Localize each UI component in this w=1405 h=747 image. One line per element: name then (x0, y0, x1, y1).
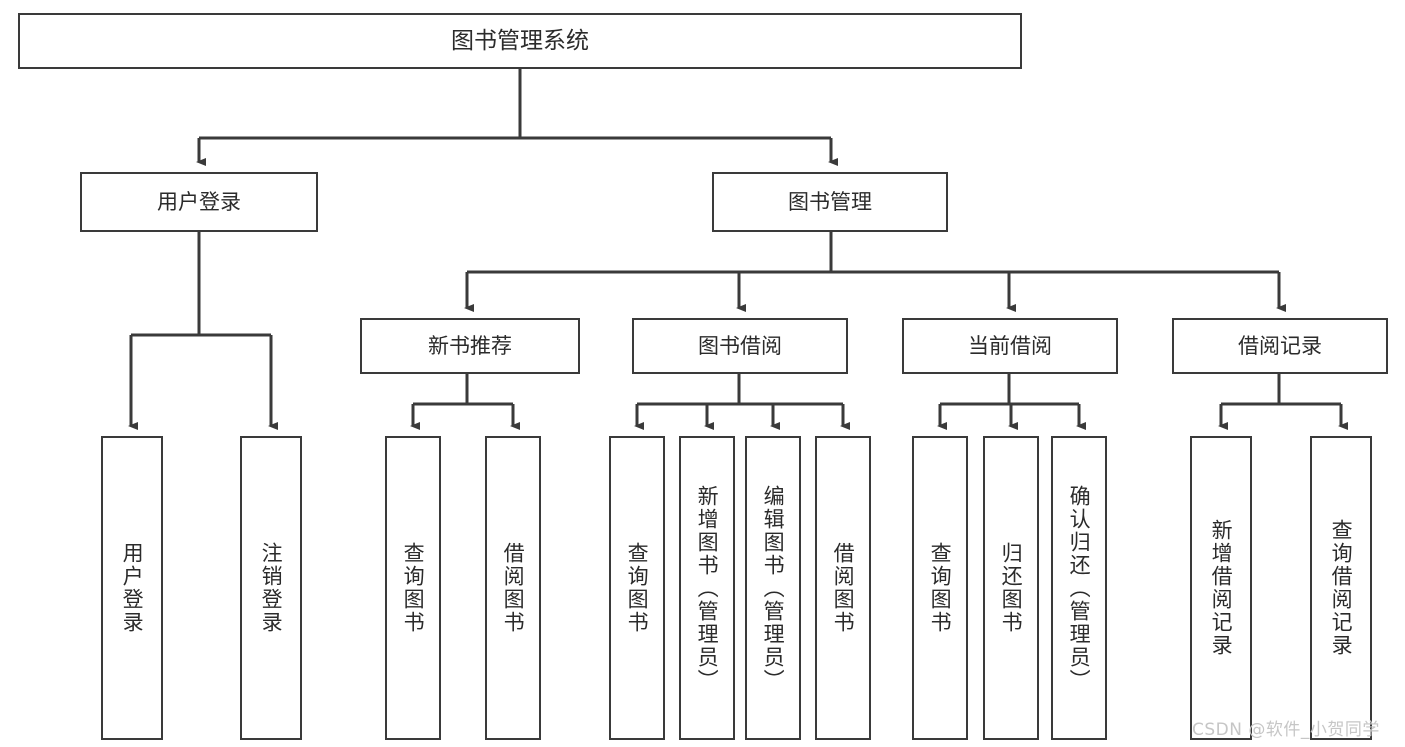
node-label: 确认归还（管理员） (1067, 484, 1092, 692)
node-leaf-edit-book-admin[interactable]: 编辑图书（管理员） (745, 436, 801, 740)
node-label: 新书推荐 (428, 333, 512, 358)
node-label: 当前借阅 (968, 333, 1052, 358)
node-label: 查询图书 (625, 542, 650, 634)
node-label: 借阅记录 (1238, 333, 1322, 358)
node-label: 注销登录 (259, 542, 284, 634)
node-leaf-query-books-current[interactable]: 查询图书 (912, 436, 968, 740)
node-leaf-borrow-books-new[interactable]: 借阅图书 (485, 436, 541, 740)
node-leaf-confirm-return-admin[interactable]: 确认归还（管理员） (1051, 436, 1107, 740)
watermark: CSDN @软件_小贺同学 (1192, 720, 1380, 740)
node-label: 用户登录 (157, 189, 241, 214)
node-borrow-records[interactable]: 借阅记录 (1172, 318, 1388, 374)
node-leaf-query-books-new[interactable]: 查询图书 (385, 436, 441, 740)
node-label: 借阅图书 (501, 542, 526, 634)
node-label: 图书借阅 (698, 333, 782, 358)
node-leaf-return-book[interactable]: 归还图书 (983, 436, 1039, 740)
node-label: 查询图书 (401, 542, 426, 634)
node-current-borrow[interactable]: 当前借阅 (902, 318, 1118, 374)
node-leaf-query-books-borrow[interactable]: 查询图书 (609, 436, 665, 740)
node-leaf-borrow-book[interactable]: 借阅图书 (815, 436, 871, 740)
node-label: 用户登录 (120, 542, 145, 634)
node-label: 图书管理系统 (451, 27, 589, 54)
node-leaf-logout[interactable]: 注销登录 (240, 436, 302, 740)
node-book-borrow[interactable]: 图书借阅 (632, 318, 848, 374)
node-label: 图书管理 (788, 189, 872, 214)
node-label: 查询图书 (928, 542, 953, 634)
node-leaf-user-login[interactable]: 用户登录 (101, 436, 163, 740)
node-label: 借阅图书 (831, 542, 856, 634)
node-label: 新增图书（管理员） (695, 484, 720, 692)
node-leaf-add-borrow-record[interactable]: 新增借阅记录 (1190, 436, 1252, 740)
node-book-management[interactable]: 图书管理 (712, 172, 948, 232)
node-new-book-recommend[interactable]: 新书推荐 (360, 318, 580, 374)
node-label: 编辑图书（管理员） (761, 484, 786, 692)
node-root-book-management-system[interactable]: 图书管理系统 (18, 13, 1022, 69)
node-leaf-add-book-admin[interactable]: 新增图书（管理员） (679, 436, 735, 740)
node-leaf-query-borrow-record[interactable]: 查询借阅记录 (1310, 436, 1372, 740)
node-label: 新增借阅记录 (1209, 519, 1234, 657)
node-user-login[interactable]: 用户登录 (80, 172, 318, 232)
node-label: 查询借阅记录 (1329, 519, 1354, 657)
node-label: 归还图书 (999, 542, 1024, 634)
